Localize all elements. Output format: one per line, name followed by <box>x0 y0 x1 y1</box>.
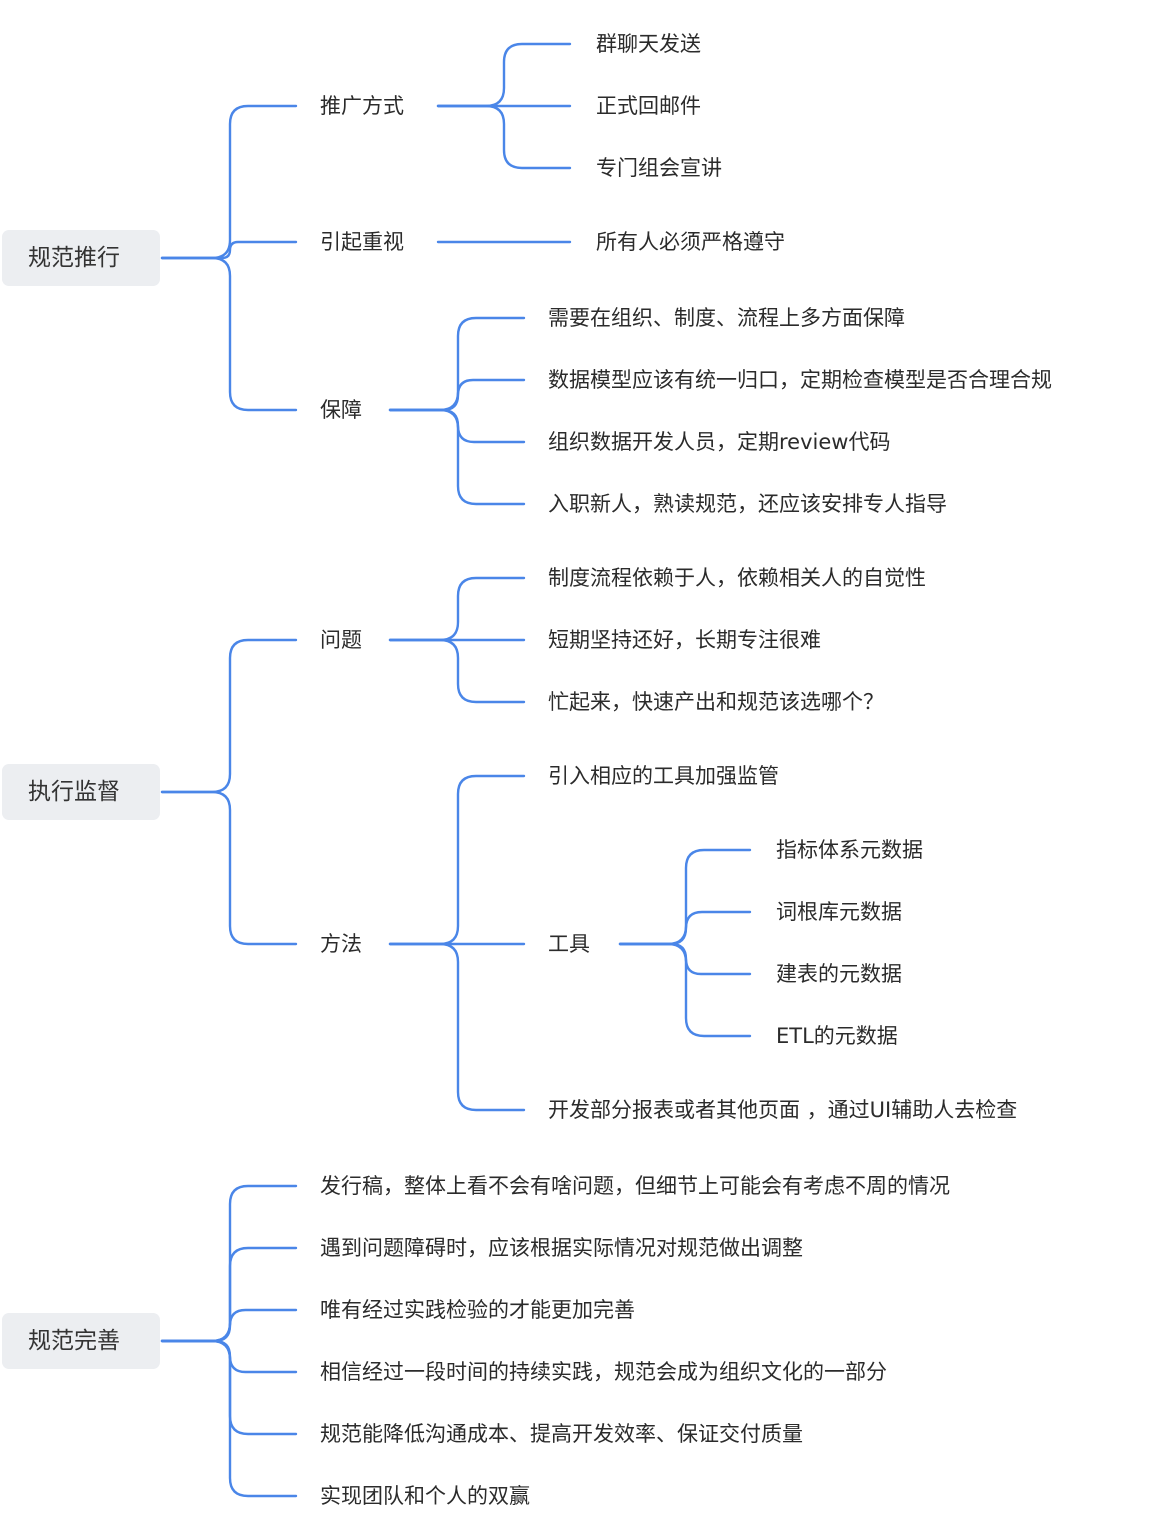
branch-node-label: 工具 <box>548 932 590 956</box>
leaf-node-label: 组织数据开发人员，定期review代码 <box>548 430 890 454</box>
leaf-node-label: 群聊天发送 <box>596 32 701 56</box>
leaf-node-label: 发行稿，整体上看不会有啥问题，但细节上可能会有考虑不周的情况 <box>320 1174 950 1198</box>
leaf-node-label: 所有人必须严格遵守 <box>596 230 785 254</box>
connector-line <box>388 576 526 642</box>
connector-line <box>388 774 526 946</box>
connector-lines <box>160 42 752 1498</box>
connector-line <box>160 256 298 412</box>
leaf-node-label: 短期坚持还好，长期专注很难 <box>548 628 821 652</box>
root-node-label: 规范推行 <box>28 245 120 271</box>
connector-line <box>388 408 526 506</box>
leaf-node-label: 规范能降低沟通成本、提高开发效率、保证交付质量 <box>320 1422 803 1446</box>
branch-node-label: 保障 <box>320 398 362 422</box>
leaf-node-label: 相信经过一段时间的持续实践，规范会成为组织文化的一部分 <box>320 1360 887 1384</box>
leaf-node-label: 实现团队和个人的双赢 <box>320 1484 530 1508</box>
branch-node-label: 方法 <box>320 932 362 956</box>
root-node-label: 规范完善 <box>28 1328 120 1354</box>
connector-line <box>160 638 298 794</box>
connector-line <box>388 638 526 704</box>
root-node-box[interactable] <box>2 1313 160 1369</box>
connector-line <box>388 942 526 1112</box>
root-node-box[interactable] <box>2 230 160 286</box>
connector-line <box>388 378 526 412</box>
connector-line <box>436 42 572 108</box>
branch-node-label: 推广方式 <box>320 94 404 118</box>
leaf-node-label: 唯有经过实践检验的才能更加完善 <box>320 1298 635 1322</box>
connector-line <box>160 1339 298 1498</box>
leaf-node-label: 数据模型应该有统一归口，定期检查模型是否合理合规 <box>548 368 1052 392</box>
leaf-node-label: 遇到问题障碍时，应该根据实际情况对规范做出调整 <box>320 1236 803 1260</box>
leaf-node-label: 专门组会宣讲 <box>596 156 722 180</box>
leaf-node-label: 建表的元数据 <box>776 962 902 986</box>
root-node-label: 执行监督 <box>28 779 120 805</box>
branch-node-label: 引起重视 <box>320 230 404 254</box>
leaf-node-label: 入职新人，熟读规范，还应该安排专人指导 <box>548 492 947 516</box>
connector-line <box>160 240 298 260</box>
connector-line <box>160 790 298 946</box>
leaf-node-label: 忙起来，快速产出和规范该选哪个？ <box>548 690 884 714</box>
leaf-node-label: 正式回邮件 <box>596 94 701 118</box>
leaf-node-label: 指标体系元数据 <box>776 838 923 862</box>
leaf-node-label: 引入相应的工具加强监管 <box>548 764 779 788</box>
connector-line <box>160 104 298 260</box>
connector-line <box>160 1308 298 1343</box>
connector-line <box>618 942 752 1038</box>
leaf-node-label: 制度流程依赖于人，依赖相关人的自觉性 <box>548 566 926 590</box>
leaf-node-label: 词根库元数据 <box>776 900 902 924</box>
branch-node-label: 问题 <box>320 628 362 652</box>
leaf-node-label: 开发部分报表或者其他页面 ，通过UI辅助人去检查 <box>548 1098 1017 1122</box>
leaf-node-label: 需要在组织、制度、流程上多方面保障 <box>548 306 905 330</box>
root-node-box[interactable] <box>2 764 160 820</box>
connector-line <box>436 104 572 170</box>
leaf-node-label: ETL的元数据 <box>776 1024 898 1048</box>
